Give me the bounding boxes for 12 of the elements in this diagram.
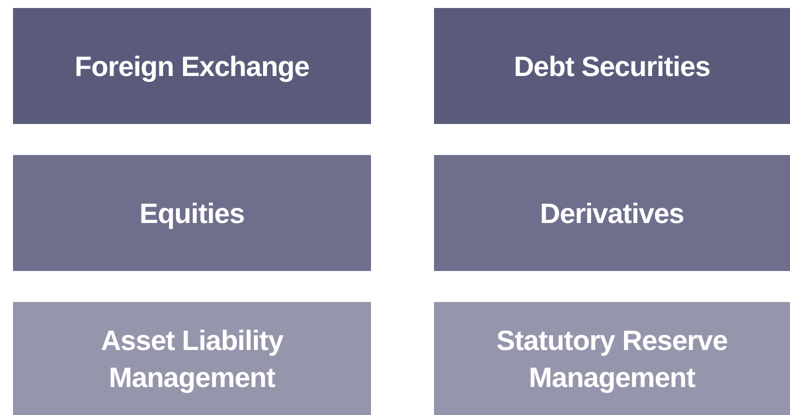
category-label: Foreign Exchange [74,50,310,84]
category-label: Equities [140,196,244,231]
category-box [13,8,371,124]
category-label: Debt Securities [514,50,710,84]
category-box [13,302,371,415]
category-label: Asset Liability Management [100,324,284,395]
category-box [434,8,790,124]
category-label: Derivatives [540,196,684,230]
category-label: Statutory Reserve Management [495,324,729,395]
category-box [434,302,790,415]
category-box [13,155,371,271]
category-box [434,155,790,271]
